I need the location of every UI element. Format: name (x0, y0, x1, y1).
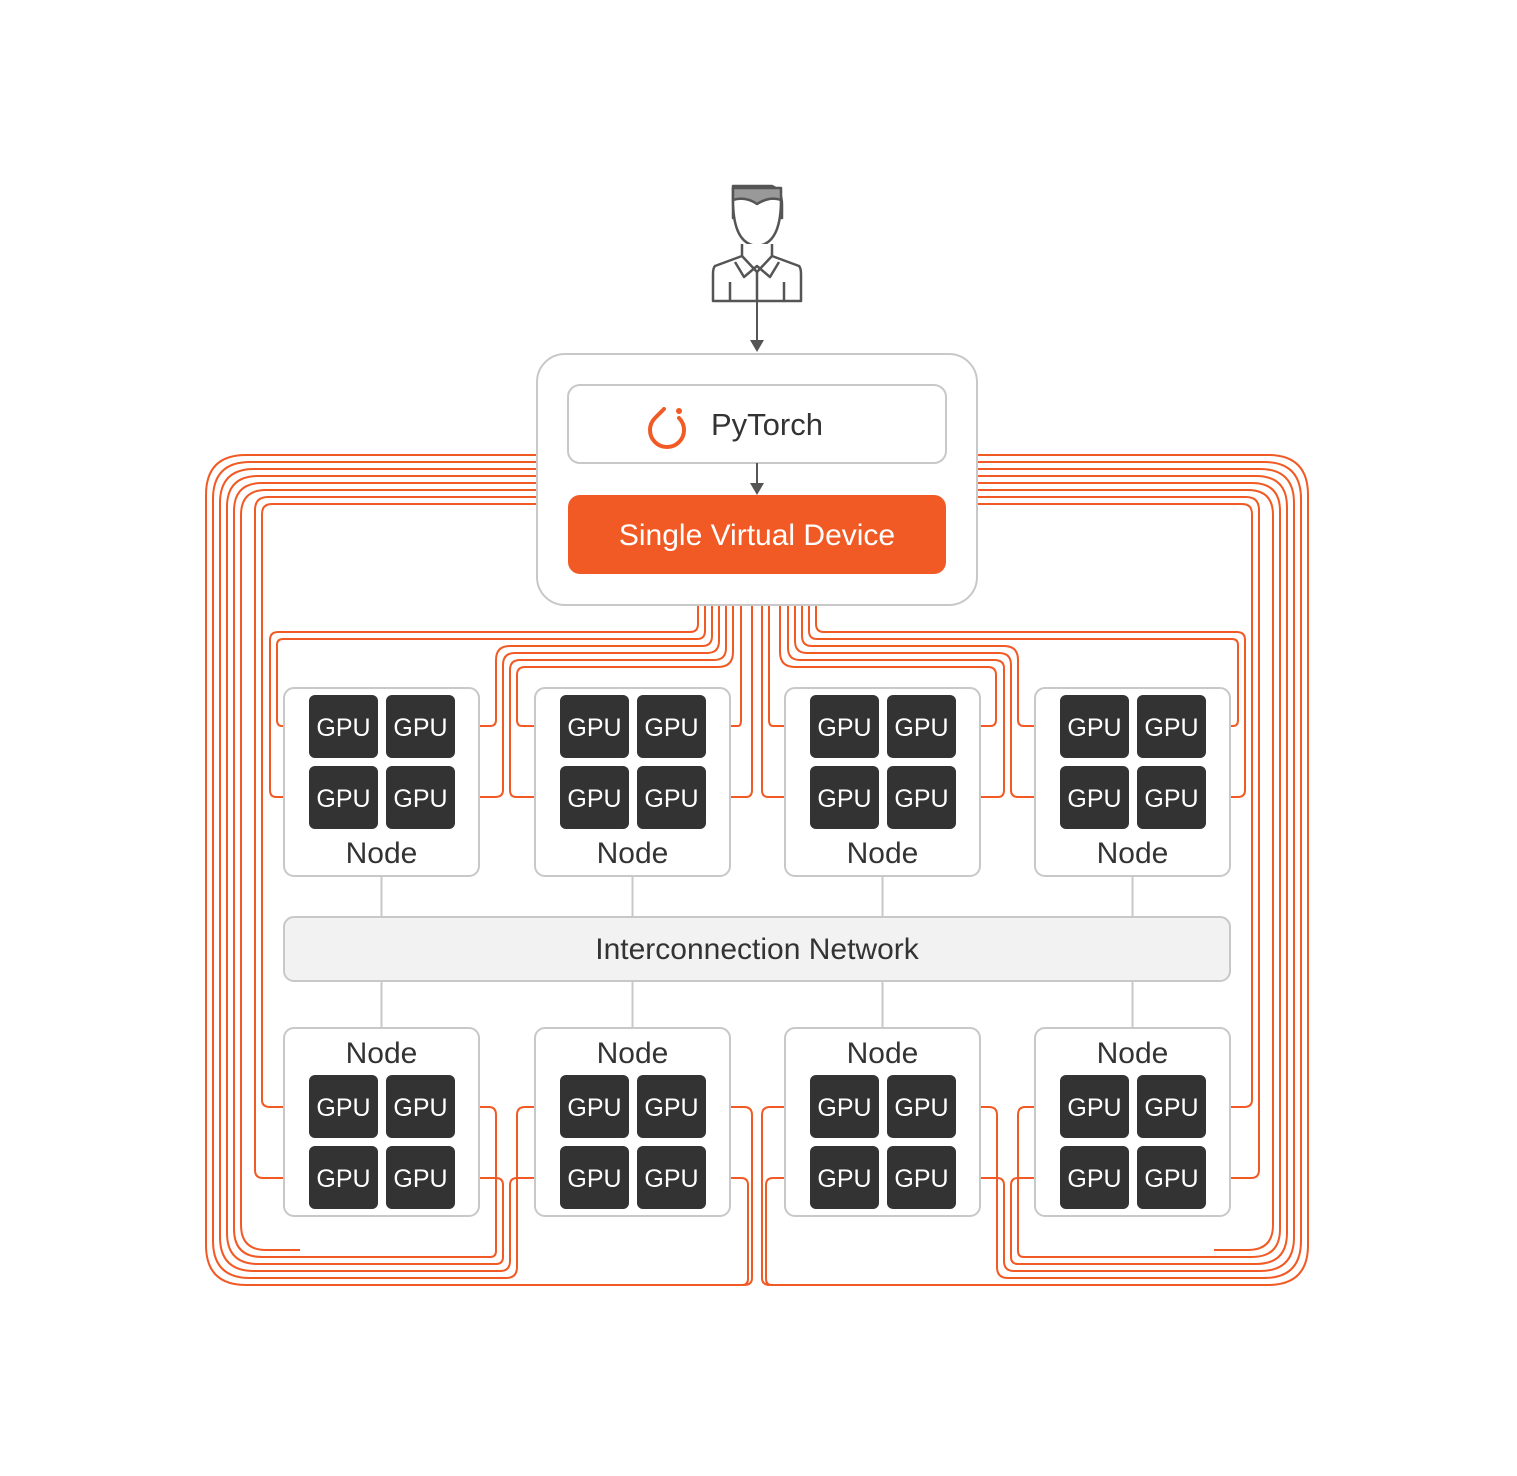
nodes_top-node-2: Node GPU GPU GPU GPU (534, 687, 731, 877)
gpu-label: GPU (316, 714, 370, 742)
gpu-chip: GPU (637, 695, 706, 758)
gpu-label: GPU (393, 785, 447, 813)
arrow-framework-to-device (750, 463, 764, 495)
single-virtual-device-box: Single Virtual Device (568, 495, 946, 574)
gpu-chip: GPU (386, 1146, 455, 1209)
gpu-chip: GPU (1060, 766, 1129, 829)
gpu-chip: GPU (887, 766, 956, 829)
node-label: Node (847, 837, 919, 870)
gpu-label: GPU (1067, 785, 1121, 813)
gpu-label: GPU (1144, 714, 1198, 742)
gpu-chip: GPU (1137, 1075, 1206, 1138)
arrow-user-to-framework (750, 301, 764, 352)
node-label: Node (597, 837, 669, 870)
gpu-wiring (205, 454, 1309, 1286)
nodes_top-node-3: Node GPU GPU GPU GPU (784, 687, 981, 877)
gpu-label: GPU (1144, 1165, 1198, 1193)
gpu-label: GPU (894, 1094, 948, 1122)
gpu-label: GPU (316, 785, 370, 813)
gpu-label: GPU (567, 785, 621, 813)
gpu-label: GPU (1144, 785, 1198, 813)
gpu-chip: GPU (637, 766, 706, 829)
gpu-label: GPU (567, 1094, 621, 1122)
gpu-label: GPU (393, 714, 447, 742)
nodes_top-node-1: Node GPU GPU GPU GPU (283, 687, 480, 877)
gpu-chip: GPU (386, 695, 455, 758)
framework-label: PyTorch (711, 407, 823, 442)
gpu-label: GPU (644, 1094, 698, 1122)
gpu-label: GPU (567, 714, 621, 742)
gpu-chip: GPU (560, 766, 629, 829)
gpu-label: GPU (393, 1094, 447, 1122)
gpu-chip: GPU (309, 766, 378, 829)
gpu-chip: GPU (810, 1146, 879, 1209)
gpu-chip: GPU (560, 1146, 629, 1209)
gpu-chip: GPU (560, 1075, 629, 1138)
virtual-device-label: Single Virtual Device (619, 519, 895, 552)
gpu-label: GPU (1067, 1094, 1121, 1122)
gpu-label: GPU (644, 1165, 698, 1193)
gpu-chip: GPU (637, 1075, 706, 1138)
gpu-chip: GPU (810, 1075, 879, 1138)
gpu-chip: GPU (1137, 1146, 1206, 1209)
gpu-label: GPU (817, 785, 871, 813)
gpu-chip: GPU (887, 695, 956, 758)
gpu-chip: GPU (309, 1146, 378, 1209)
gpu-label: GPU (316, 1094, 370, 1122)
network-connectors (380, 876, 1134, 1028)
node-label: Node (1097, 837, 1169, 870)
gpu-chip: GPU (887, 1146, 956, 1209)
gpu-label: GPU (817, 714, 871, 742)
gpu-chip: GPU (1137, 695, 1206, 758)
pytorch-box: PyTorch (567, 384, 947, 464)
gpu-chip: GPU (560, 695, 629, 758)
gpu-chip: GPU (309, 1075, 378, 1138)
gpu-label: GPU (1067, 714, 1121, 742)
gpu-label: GPU (894, 1165, 948, 1193)
gpu-label: GPU (567, 1165, 621, 1193)
gpu-label: GPU (644, 785, 698, 813)
interconnection-network-bar: Interconnection Network (283, 916, 1231, 982)
node-label: Node (346, 837, 418, 870)
gpu-label: GPU (1067, 1165, 1121, 1193)
gpu-label: GPU (894, 714, 948, 742)
gpu-label: GPU (644, 714, 698, 742)
gpu-label: GPU (393, 1165, 447, 1193)
nodes_top-node-4: Node GPU GPU GPU GPU (1034, 687, 1231, 877)
gpu-label: GPU (817, 1165, 871, 1193)
gpu-label: GPU (316, 1165, 370, 1193)
network-label: Interconnection Network (595, 933, 919, 966)
gpu-chip: GPU (386, 766, 455, 829)
gpu-label: GPU (1144, 1094, 1198, 1122)
gpu-chip: GPU (1060, 695, 1129, 758)
pytorch-logo-icon (648, 407, 686, 450)
user-icon (711, 184, 803, 303)
gpu-chip: GPU (810, 766, 879, 829)
node-label: Node (1097, 1037, 1169, 1070)
gpu-chip: GPU (386, 1075, 455, 1138)
node-label: Node (597, 1037, 669, 1070)
gpu-chip: GPU (637, 1146, 706, 1209)
node-label: Node (847, 1037, 919, 1070)
gpu-chip: GPU (309, 695, 378, 758)
gpu-chip: GPU (887, 1075, 956, 1138)
gpu-chip: GPU (1060, 1075, 1129, 1138)
gpu-label: GPU (894, 785, 948, 813)
gpu-chip: GPU (1137, 766, 1206, 829)
node-label: Node (346, 1037, 418, 1070)
gpu-label: GPU (817, 1094, 871, 1122)
gpu-chip: GPU (1060, 1146, 1129, 1209)
gpu-chip: GPU (810, 695, 879, 758)
